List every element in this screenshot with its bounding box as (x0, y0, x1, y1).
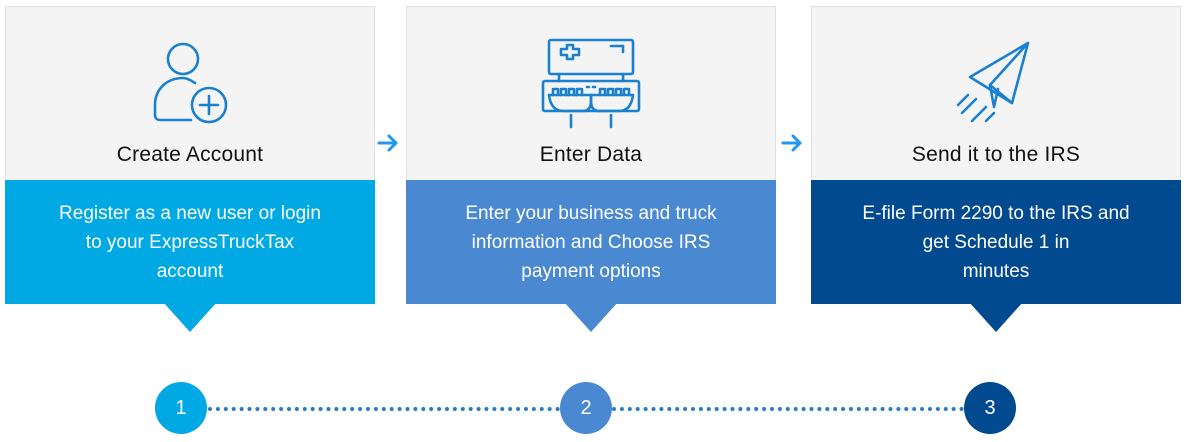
pointer-triangle (564, 302, 618, 332)
keyboard-monitor-icon (541, 37, 641, 136)
step-description-panel: E-file Form 2290 to the IRS and get Sche… (811, 180, 1181, 304)
arrow-right-icon (376, 131, 400, 160)
step-description: Enter your business and truck informatio… (465, 199, 716, 286)
pointer-triangle (163, 302, 217, 332)
step-title: Enter Data (539, 143, 643, 166)
step-card-header: Enter Data (406, 6, 776, 180)
dotted-connector (612, 407, 964, 411)
description-line: to your ExpressTruckTax (85, 231, 295, 253)
step-number-circle: 1 (155, 382, 207, 434)
description-line: get Schedule 1 in (922, 231, 1070, 253)
dotted-connector (208, 407, 560, 411)
step-title: Create Account (116, 143, 264, 166)
add-user-icon (145, 41, 235, 136)
pointer-triangle (969, 302, 1023, 332)
step-description: Register as a new user or login to your … (59, 199, 321, 286)
step-title: Send it to the IRS (911, 143, 1081, 166)
description-line: E-file Form 2290 to the IRS and (862, 202, 1130, 224)
step-progress: 1 2 3 (0, 380, 1186, 436)
step-number-circle: 2 (560, 382, 612, 434)
paper-plane-icon (948, 37, 1044, 132)
step-card-create-account: Create Account Register as a new user or… (5, 6, 375, 332)
step-description: E-file Form 2290 to the IRS and get Sche… (862, 199, 1129, 286)
step-card-header: Create Account (5, 6, 375, 180)
description-line: payment options (521, 260, 661, 282)
step-description-panel: Register as a new user or login to your … (5, 180, 375, 304)
description-line: Enter your business and truck (465, 202, 717, 224)
step-card-send-to-irs: Send it to the IRS E-file Form 2290 to t… (811, 6, 1181, 332)
description-line: account (156, 260, 224, 282)
description-line: minutes (962, 260, 1030, 282)
step-number-circle: 3 (964, 382, 1016, 434)
description-line: information and Choose IRS (471, 231, 711, 253)
step-description-panel: Enter your business and truck informatio… (406, 180, 776, 304)
description-line: Register as a new user or login (59, 202, 321, 224)
step-card-enter-data: Enter Data Enter your business and truck… (406, 6, 776, 332)
arrow-right-icon (780, 131, 804, 160)
step-card-header: Send it to the IRS (811, 6, 1181, 180)
